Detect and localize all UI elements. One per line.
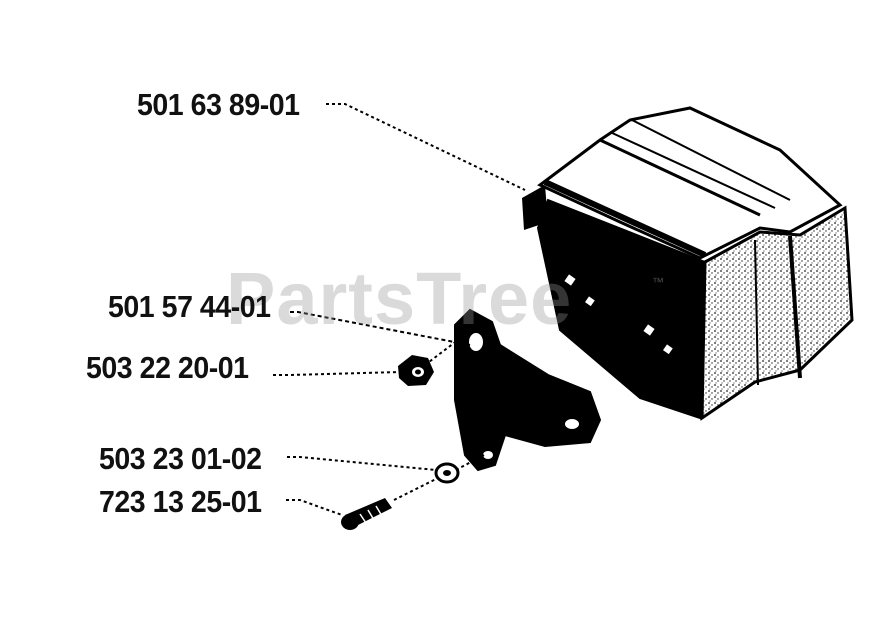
part-label-501-57-44-01[interactable]: 501 57 44-01	[108, 289, 271, 324]
leader-line-5	[286, 499, 343, 516]
air-filter-cover	[522, 106, 854, 421]
part-label-503-22-20-01[interactable]: 503 22 20-01	[86, 350, 249, 385]
washer	[434, 462, 460, 484]
watermark-trademark: ™	[652, 275, 664, 289]
leader-line-4b	[455, 454, 485, 471]
cover-side-face	[700, 205, 854, 421]
leader-lines	[273, 103, 526, 516]
part-label-723-13-25-01[interactable]: 723 13 25-01	[99, 484, 262, 519]
watermark: PartsTree	[226, 257, 573, 340]
leader-line-4	[287, 456, 437, 471]
leader-line-3	[273, 371, 401, 376]
mounting-bracket	[454, 308, 602, 472]
screw	[341, 498, 392, 530]
leader-line-2	[290, 311, 471, 346]
leader-line-3b	[424, 339, 459, 366]
cover-front-face	[536, 198, 707, 420]
part-label-503-23-01-02[interactable]: 503 23 01-02	[99, 441, 262, 476]
leader-line-5b	[393, 477, 439, 501]
nut	[398, 355, 434, 386]
leader-line-1	[326, 103, 526, 191]
part-label-501-63-89-01[interactable]: 501 63 89-01	[137, 87, 300, 122]
